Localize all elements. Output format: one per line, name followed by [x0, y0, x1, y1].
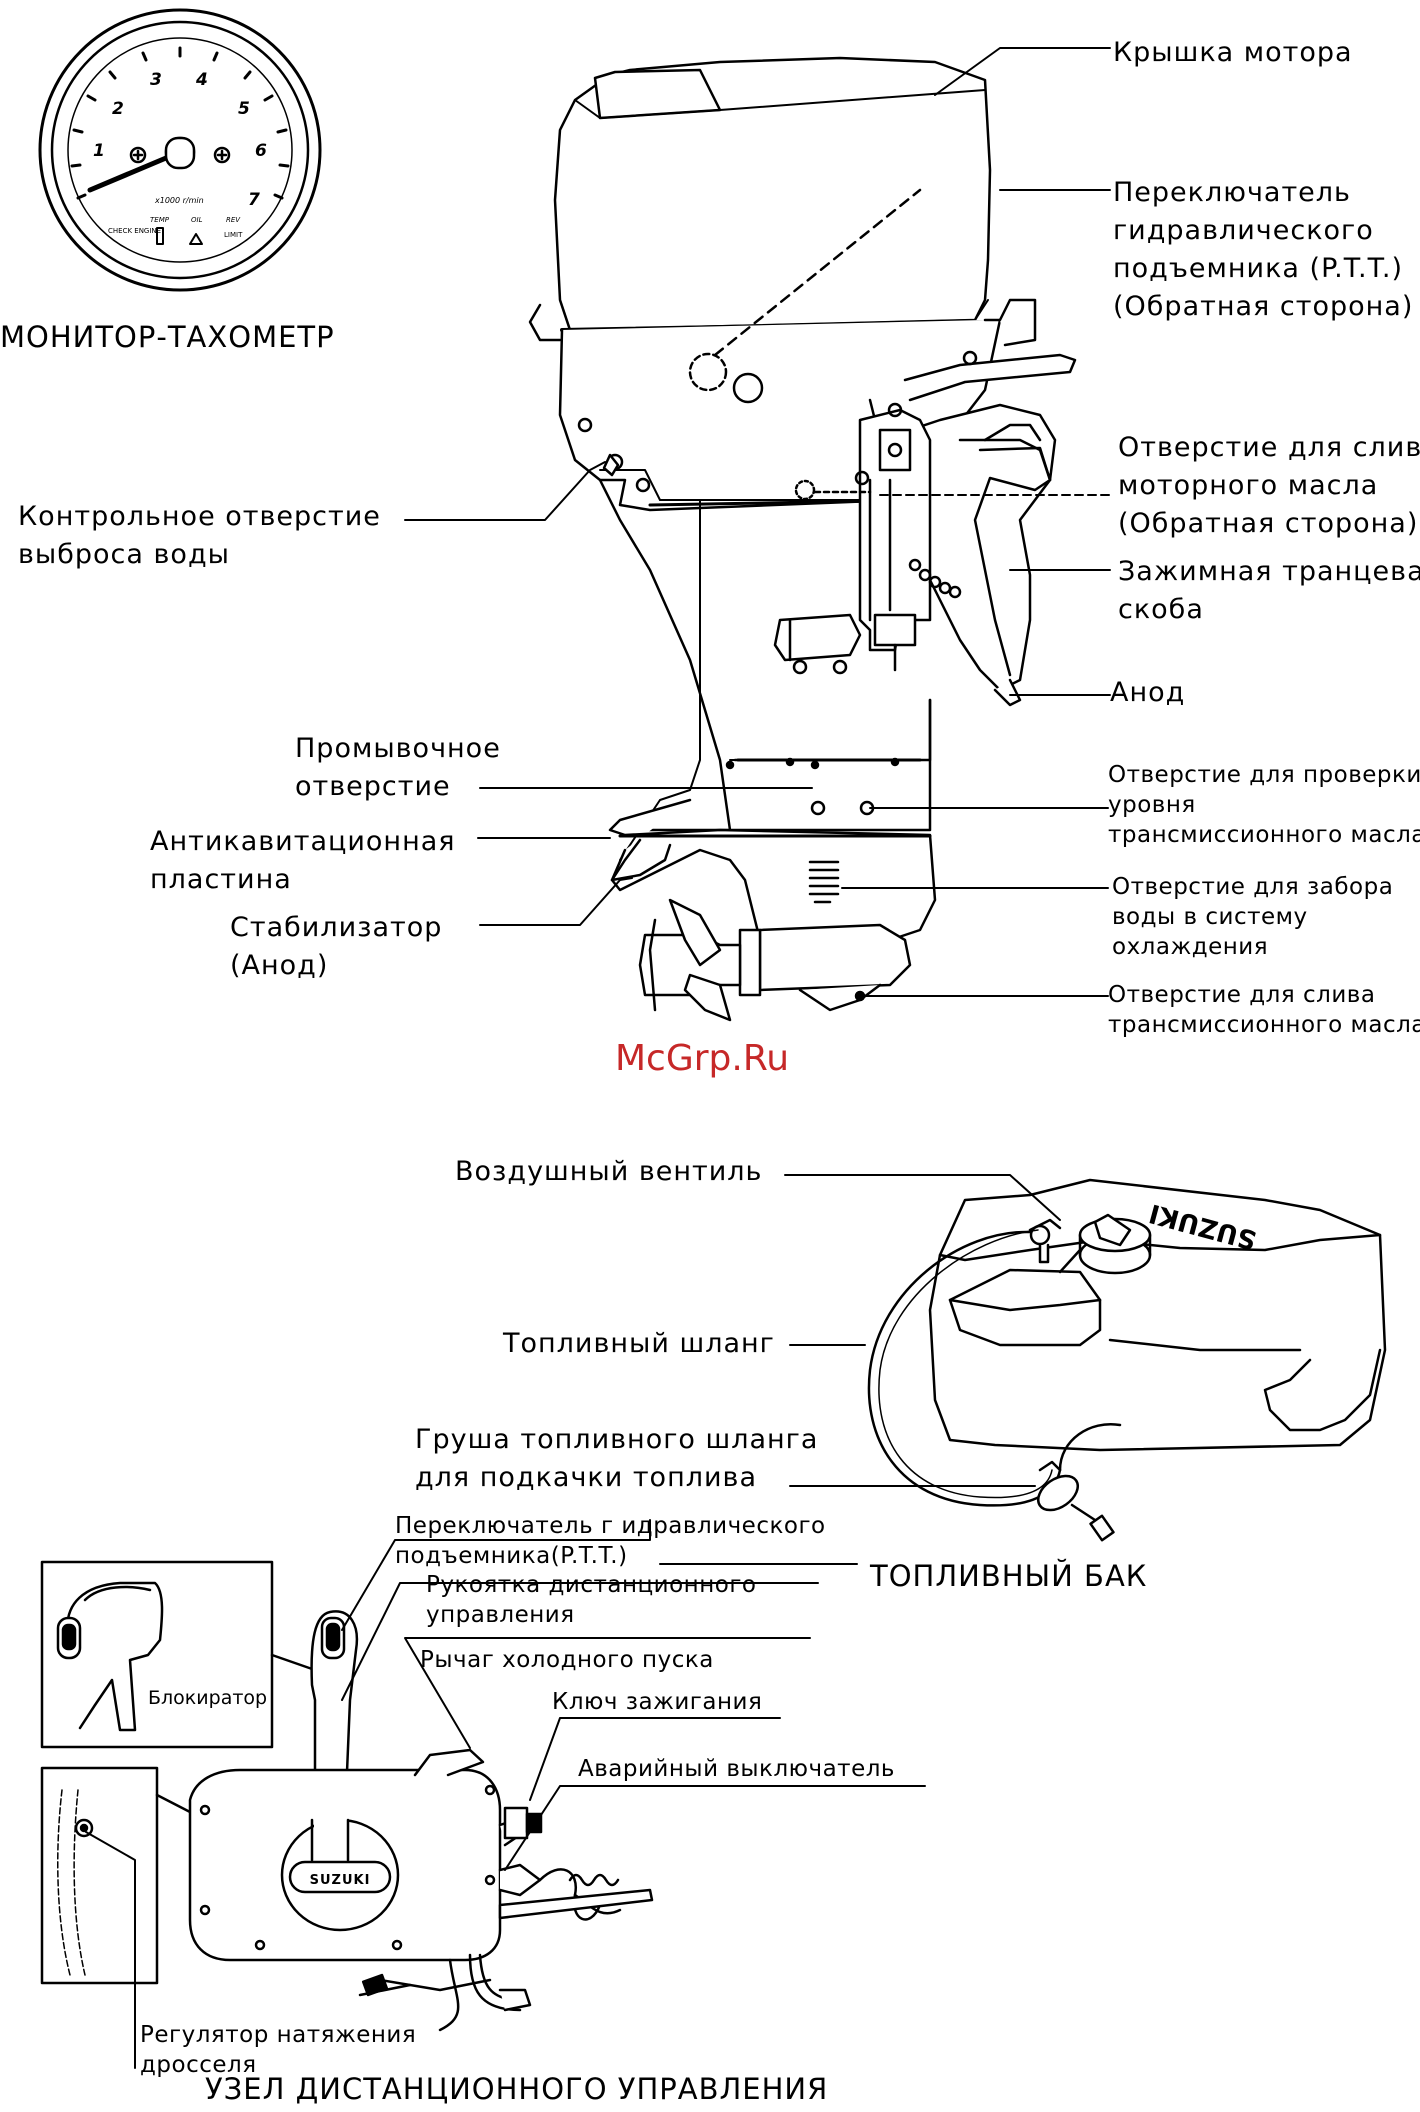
label-fuel-hose: Топливный шланг	[503, 1328, 775, 1359]
label-emergency-stop: Аварийный выключатель	[578, 1756, 895, 1782]
tachometer-title: МОНИТОР-ТАХОМЕТР	[0, 320, 335, 354]
temp-label: TEMP	[150, 216, 170, 224]
dial-1: 1	[93, 141, 105, 161]
label-flush-port: Промывочное отверстие	[295, 733, 501, 802]
check-engine-label: CHECK ENGINE	[108, 227, 161, 235]
label-water-check-port: Контрольное отверстие выброса воды	[18, 501, 381, 570]
label-anticavitation-plate: Антикавитационная пластина	[150, 826, 456, 895]
remote-leader-lines	[85, 1519, 926, 2069]
label-air-valve: Воздушный вентиль	[455, 1156, 763, 1187]
label-anode: Анод	[1110, 677, 1186, 708]
outboard-motor-illustration	[528, 56, 1077, 1022]
tachometer-dial-numbers: 1 2 3 4 5 6 7	[93, 70, 267, 210]
label-ignition-key: Ключ зажигания	[552, 1689, 763, 1715]
watermark: McGrp.Ru	[615, 1038, 790, 1079]
remote-brand: SUZUKI	[309, 1873, 371, 1888]
label-clamp-bracket: Зажимная транцевая скоба	[1118, 556, 1420, 625]
label-primer-bulb: Груша топливного шланга для подкачки топ…	[415, 1424, 819, 1493]
fuel-tank-title: ТОПЛИВНЫЙ БАК	[870, 1559, 1148, 1593]
rev-label: REV	[226, 216, 241, 224]
tank-leader-lines	[784, 1174, 1061, 1487]
label-lock-release: Блокиратор	[148, 1687, 268, 1709]
label-gear-oil-drain: Отверстие для слива трансмиссионного мас…	[1108, 982, 1420, 1038]
dial-6: 6	[255, 141, 267, 161]
tacho-unit: x1000 r/min	[154, 196, 204, 205]
dial-4: 4	[195, 70, 208, 90]
dial-7: 7	[248, 190, 260, 210]
label-throttle-tension: Регулятор натяжения дросселя	[140, 2022, 417, 2078]
remote-control-illustration	[40, 1560, 654, 2032]
label-choke-lever: Рычаг холодного пуска	[420, 1647, 714, 1673]
motor-leader-lines	[404, 47, 1111, 997]
limit-label: LIMIT	[224, 231, 243, 239]
label-remote-ptt-switch: Переключатель г идравлического подъемник…	[395, 1513, 826, 1569]
tachometer-gauge	[38, 8, 322, 292]
label-ptt-switch: Переключатель гидравлического подъемника…	[1113, 177, 1414, 322]
tachometer-indicators: x1000 r/min CHECK ENGINE TEMP OIL REV LI…	[108, 196, 243, 239]
label-gear-oil-level: Отверстие для проверки уровня трансмисси…	[1108, 762, 1420, 848]
label-remote-handle: Рукоятка дистанционного управления	[426, 1572, 757, 1628]
dial-2: 2	[112, 99, 124, 119]
label-engine-oil-drain: Отверстие для слива моторного масла (Обр…	[1118, 432, 1420, 539]
fuel-tank-illustration	[867, 1178, 1387, 1542]
remote-control-title: УЗЕЛ ДИСТАНЦИОННОГО УПРАВЛЕНИЯ	[205, 2072, 829, 2106]
label-engine-cover: Крышка мотора	[1113, 37, 1353, 68]
label-stabilizer: Стабилизатор (Анод)	[230, 912, 443, 981]
dial-3: 3	[150, 70, 162, 90]
label-water-intake: Отверстие для забора воды в системy охла…	[1112, 874, 1394, 960]
oil-label: OIL	[191, 216, 203, 224]
dial-5: 5	[238, 99, 250, 119]
